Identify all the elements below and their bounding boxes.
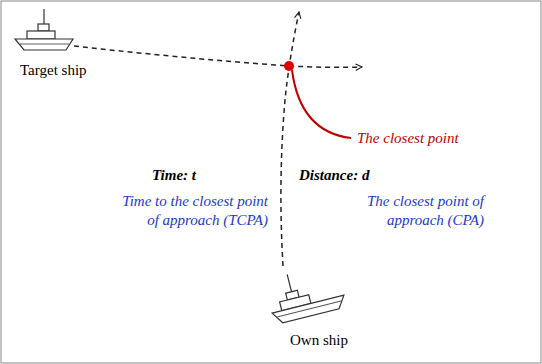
distance-label: Distance: d: [299, 166, 369, 185]
leader-line: [292, 70, 351, 138]
target-track: [74, 46, 362, 67]
target-ship-icon: [15, 9, 73, 50]
own-track: [281, 12, 299, 266]
tcpa-label: Time to the closest point of approach (T…: [110, 192, 268, 230]
time-label: Time: t: [152, 166, 196, 185]
ship-label: Target ship: [20, 61, 87, 80]
ship-label: Own ship: [290, 331, 348, 350]
closest-point-dot: [284, 61, 294, 71]
own-ship-icon: [264, 262, 347, 325]
callout-label: The closest point: [357, 129, 459, 148]
cpa-label: The closest point of approach (CPA): [362, 192, 484, 230]
